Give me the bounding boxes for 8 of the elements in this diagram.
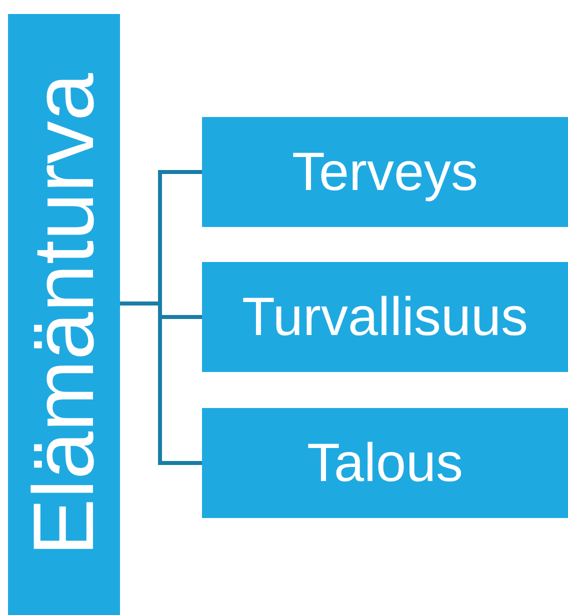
category-label: Terveys xyxy=(292,141,478,203)
category-label: Turvallisuus xyxy=(242,286,528,348)
category-box xyxy=(202,262,568,372)
category-box xyxy=(202,408,568,518)
category-label: Talous xyxy=(306,432,464,494)
title-bar xyxy=(8,14,120,615)
category-box xyxy=(202,117,568,227)
vertical-title: Elämänturva xyxy=(14,73,112,556)
